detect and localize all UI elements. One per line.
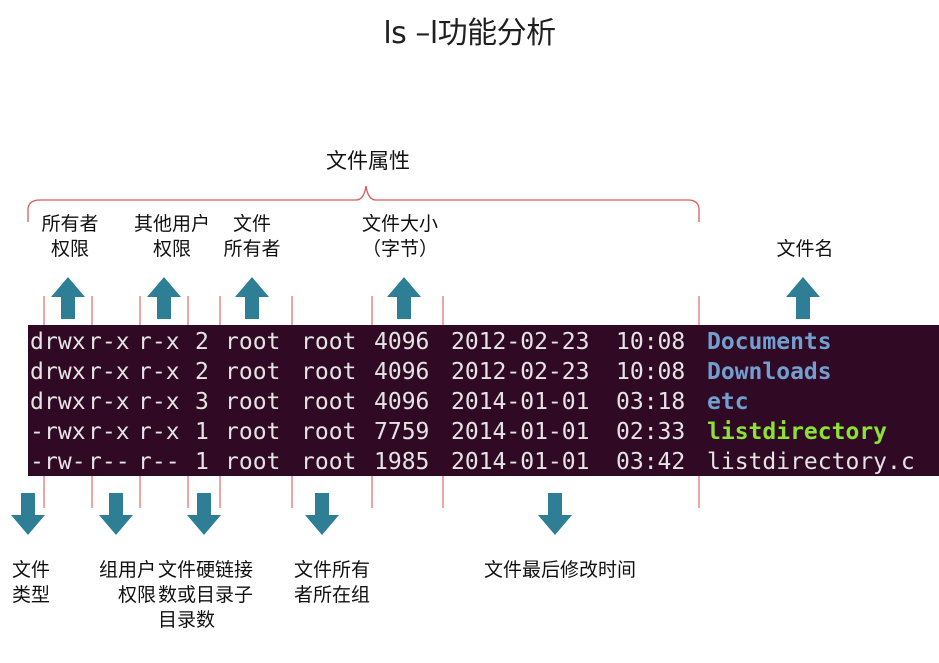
cell-type: -	[30, 449, 44, 475]
cell-other: r-x	[138, 329, 180, 355]
cell-group: r-x	[88, 329, 130, 355]
cell-date: 2014-01-01	[451, 389, 590, 415]
cell-size: 4096	[374, 329, 430, 355]
modify-time-label: 文件最后修改时间	[483, 559, 636, 581]
cell-size: 4096	[374, 359, 430, 385]
file-attributes-label: 文件属性	[326, 149, 410, 173]
cell-name: Documents	[707, 329, 832, 355]
cell-time: 03:42	[616, 449, 686, 475]
cell-time: 10:08	[616, 359, 686, 385]
down-arrow-icon	[187, 493, 221, 535]
cell-date: 2012-02-23	[451, 359, 590, 385]
cell-other: r-x	[138, 359, 180, 385]
cell-owner: rwx	[44, 419, 86, 445]
cell-type: d	[30, 389, 44, 415]
cell-grp: root	[301, 419, 357, 445]
file-type-label: 文件 类型	[12, 559, 51, 606]
up-arrow-icon	[51, 277, 85, 319]
up-arrow-icon	[786, 277, 820, 319]
cell-type: -	[30, 419, 44, 445]
file-owner-label: 文件 所有者	[223, 213, 281, 260]
cell-size: 7759	[374, 419, 430, 445]
cell-grp: root	[301, 329, 357, 355]
file-size-label: 文件大小 （字节）	[361, 213, 438, 260]
cell-user: root	[225, 329, 281, 355]
owner-permission-label: 所有者 权限	[41, 213, 99, 260]
cell-user: root	[225, 389, 281, 415]
cell-other: r-x	[138, 419, 180, 445]
cell-size: 1985	[374, 449, 430, 475]
cell-type: d	[30, 359, 44, 385]
file-name-label: 文件名	[776, 238, 834, 260]
cell-group: r-x	[88, 419, 130, 445]
cell-size: 4096	[374, 389, 430, 415]
down-arrow-icon	[11, 493, 45, 535]
cell-date: 2014-01-01	[451, 449, 590, 475]
cell-time: 02:33	[616, 419, 686, 445]
owner-group-label: 文件所有 者所在组	[294, 559, 371, 606]
cell-name: listdirectory	[707, 419, 888, 445]
cell-other: r--	[138, 449, 180, 475]
arrows	[11, 277, 820, 535]
cell-user: root	[225, 419, 281, 445]
cell-links: 2	[195, 329, 209, 355]
cell-links: 1	[195, 449, 209, 475]
cell-owner: rwx	[44, 359, 86, 385]
cell-user: root	[225, 359, 281, 385]
cell-owner: rwx	[44, 389, 86, 415]
other-permission-label: 其他用户 权限	[133, 213, 210, 260]
cell-links: 1	[195, 419, 209, 445]
up-arrow-icon	[235, 277, 269, 319]
cell-owner: rwx	[44, 329, 86, 355]
down-arrow-icon	[538, 493, 572, 535]
cell-links: 2	[195, 359, 209, 385]
cell-group: r-x	[88, 359, 130, 385]
cell-user: root	[225, 449, 281, 475]
cell-grp: root	[301, 449, 357, 475]
up-arrow-icon	[147, 277, 181, 319]
cell-time: 03:18	[616, 389, 686, 415]
cell-grp: root	[301, 389, 357, 415]
cell-type: d	[30, 329, 44, 355]
cell-name: Downloads	[707, 359, 832, 385]
cell-date: 2012-02-23	[451, 329, 590, 355]
down-arrow-icon	[305, 493, 339, 535]
attributes-brace	[27, 185, 700, 222]
page-title: ls –l功能分析	[383, 16, 556, 51]
down-arrow-icon	[99, 493, 133, 535]
cell-date: 2014-01-01	[451, 419, 590, 445]
cell-grp: root	[301, 359, 357, 385]
cell-name: listdirectory.c	[707, 449, 915, 475]
cell-group: r-x	[88, 389, 130, 415]
cell-name: etc	[707, 389, 749, 415]
up-arrow-icon	[387, 277, 421, 319]
hard-links-label: 文件硬链接 数或目录子 目录数	[158, 559, 254, 631]
cell-other: r-x	[138, 389, 180, 415]
cell-links: 3	[195, 389, 209, 415]
cell-time: 10:08	[616, 329, 686, 355]
cell-group: r--	[88, 449, 130, 475]
cell-owner: rw-	[44, 449, 86, 475]
group-permission-label: 组用户 权限	[98, 559, 156, 606]
